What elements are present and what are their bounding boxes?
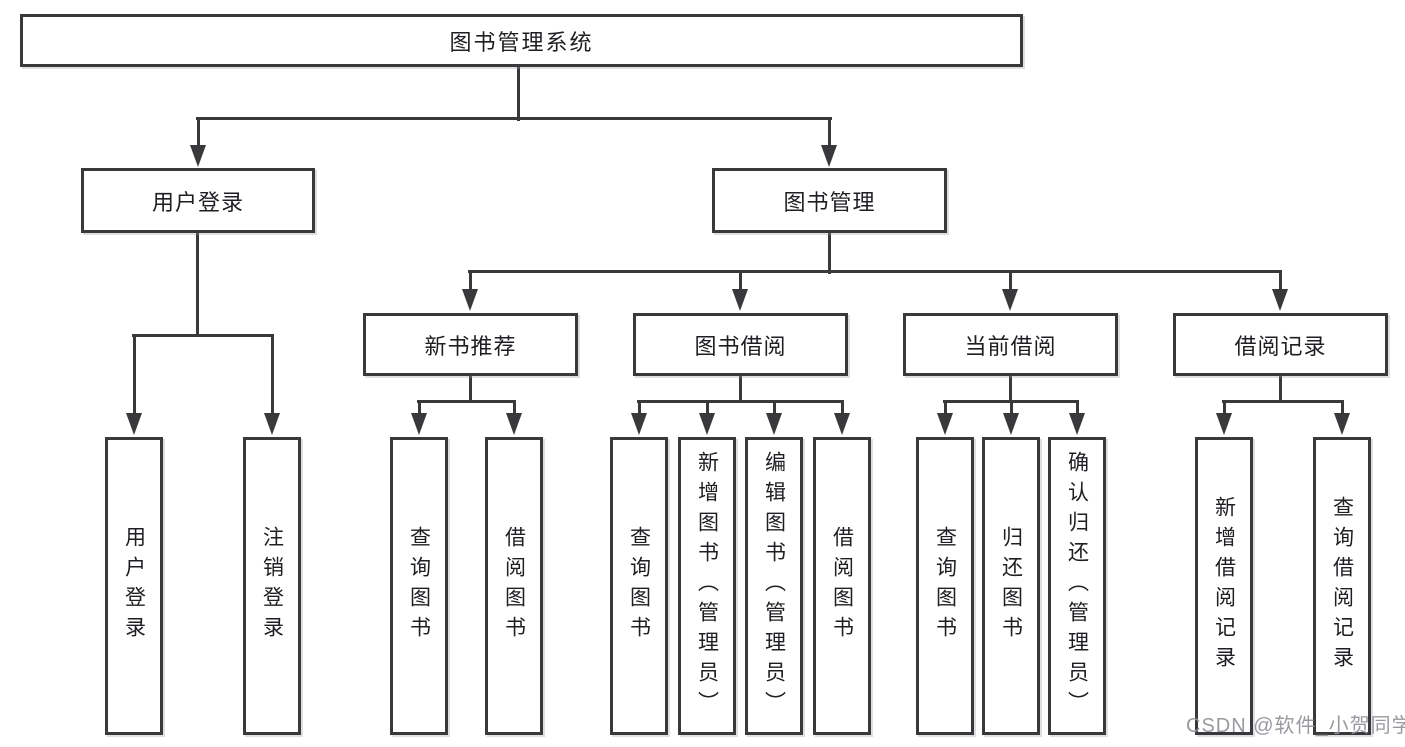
arrowhead-icon (506, 413, 522, 435)
arrowhead-icon (821, 145, 837, 167)
node-user-login: 用户登录 (81, 168, 315, 233)
leaf-nb-borrow-books: 借阅图书 (485, 437, 543, 735)
arrow-to-cb-query (937, 400, 953, 435)
connector-book-mgmt-bar (468, 270, 1282, 273)
arrowhead-icon (411, 413, 427, 435)
arrowhead-icon (126, 413, 142, 435)
node-label: 图书管理 (783, 189, 876, 215)
node-borrow-record: 借阅记录 (1173, 313, 1388, 376)
watermark-csdn: CSDN @软件_小贺同学 (1186, 715, 1405, 737)
node-label: 图书借阅 (694, 333, 787, 359)
node-label: 用户登录 (151, 189, 244, 215)
leaf-bb-add-books-admin: 新增图书（管理员） (678, 437, 736, 735)
arrow-to-leaf-user-login (126, 334, 142, 435)
connector-book-borrow-stem (739, 375, 742, 403)
node-label: 新增借阅记录 (1212, 496, 1236, 676)
arrowhead-icon (1002, 289, 1018, 311)
leaf-nb-query-books: 查询图书 (390, 437, 448, 735)
arrowhead-icon (1069, 413, 1085, 435)
arrowhead-icon (190, 145, 206, 167)
connector-new-book-stem (469, 375, 472, 403)
node-label: 归还图书 (999, 526, 1023, 646)
node-label: 借阅图书 (830, 526, 854, 646)
leaf-bb-borrow-books: 借阅图书 (813, 437, 871, 735)
node-label: 查询图书 (933, 526, 957, 646)
arrow-to-bb-query (631, 400, 647, 435)
arrowhead-icon (766, 413, 782, 435)
leaf-logout: 注销登录 (243, 437, 301, 735)
arrowhead-icon (1216, 413, 1232, 435)
leaf-cb-query-books: 查询图书 (916, 437, 974, 735)
node-root-system: 图书管理系统 (20, 14, 1023, 67)
connector-borrow-record-bar (1222, 400, 1344, 403)
arrow-to-current-borrow (1002, 270, 1018, 311)
connector-user-login-stem (196, 232, 199, 337)
leaf-cb-return-books: 归还图书 (982, 437, 1040, 735)
arrowhead-icon (1272, 289, 1288, 311)
arrow-to-cb-confirm (1069, 400, 1085, 435)
arrow-to-br-query (1334, 400, 1350, 435)
leaf-bb-query-books: 查询图书 (610, 437, 668, 735)
arrowhead-icon (937, 413, 953, 435)
arrowhead-icon (264, 413, 280, 435)
leaf-br-add-record: 新增借阅记录 (1195, 437, 1253, 735)
arrow-to-book-management (821, 117, 837, 167)
arrow-to-nb-query (411, 400, 427, 435)
node-label: 当前借阅 (964, 333, 1057, 359)
node-book-management: 图书管理 (712, 168, 947, 233)
arrow-to-borrow-record (1272, 270, 1288, 311)
node-label: 编辑图书（管理员） (762, 451, 786, 721)
connector-root-stem (517, 67, 520, 121)
node-label: 图书管理系统 (449, 29, 594, 55)
arrow-to-br-add (1216, 400, 1232, 435)
arrow-to-bb-add (699, 400, 715, 435)
connector-new-book-bar (417, 400, 516, 403)
leaf-cb-confirm-return-admin: 确认归还（管理员） (1048, 437, 1106, 735)
arrowhead-icon (631, 413, 647, 435)
connector-book-borrow-bar (637, 400, 844, 403)
arrowhead-icon (1334, 413, 1350, 435)
node-label: 用户登录 (122, 526, 146, 646)
leaf-user-login: 用户登录 (105, 437, 163, 735)
node-label: 查询图书 (407, 526, 431, 646)
arrow-to-leaf-logout (264, 334, 280, 435)
connector-root-bar (196, 117, 832, 120)
node-label: 查询图书 (627, 526, 651, 646)
arrow-to-bb-borrow (834, 400, 850, 435)
arrow-to-book-borrow (732, 270, 748, 311)
connector-current-borrow-stem (1009, 375, 1012, 403)
connector-book-mgmt-stem (828, 232, 831, 274)
arrowhead-icon (732, 289, 748, 311)
node-label: 借阅图书 (502, 526, 526, 646)
arrow-to-cb-return (1003, 400, 1019, 435)
node-book-borrow: 图书借阅 (633, 313, 848, 376)
arrowhead-icon (462, 289, 478, 311)
node-new-book-recommend: 新书推荐 (363, 313, 578, 376)
node-label: 注销登录 (260, 526, 284, 646)
arrow-to-nb-borrow (506, 400, 522, 435)
arrow-to-user-login (190, 117, 206, 167)
leaf-br-query-record: 查询借阅记录 (1313, 437, 1371, 735)
leaf-bb-edit-books-admin: 编辑图书（管理员） (745, 437, 803, 735)
node-label: 借阅记录 (1234, 333, 1327, 359)
node-current-borrow: 当前借阅 (903, 313, 1118, 376)
node-label: 新增图书（管理员） (695, 451, 719, 721)
arrowhead-icon (834, 413, 850, 435)
arrowhead-icon (699, 413, 715, 435)
connector-borrow-record-stem (1279, 375, 1282, 403)
node-label: 新书推荐 (424, 333, 517, 359)
node-label: 查询借阅记录 (1330, 496, 1354, 676)
arrow-to-bb-edit (766, 400, 782, 435)
arrowhead-icon (1003, 413, 1019, 435)
connector-user-login-bar (132, 334, 274, 337)
node-label: 确认归还（管理员） (1065, 451, 1089, 721)
arrow-to-new-book (462, 270, 478, 311)
